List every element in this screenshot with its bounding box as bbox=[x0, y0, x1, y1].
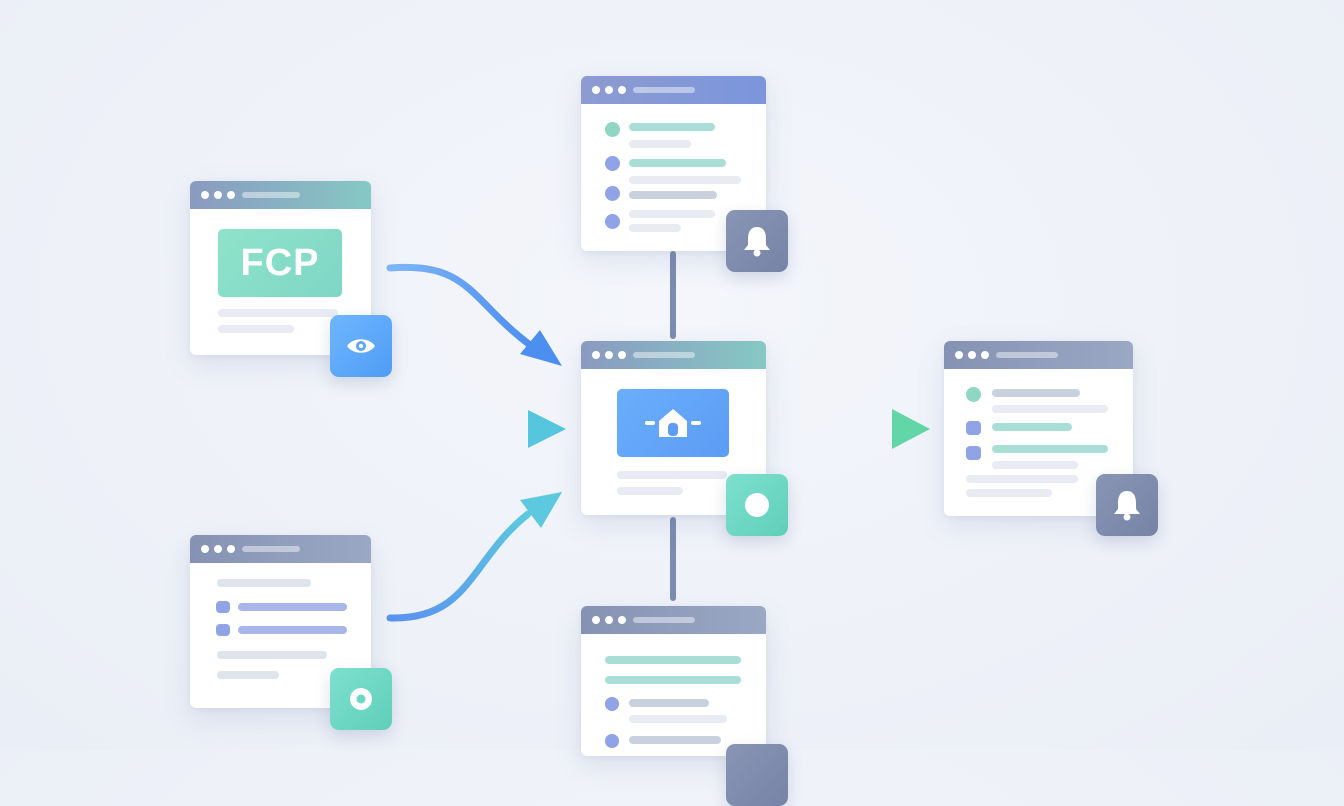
text-line bbox=[629, 715, 727, 723]
text-line bbox=[992, 461, 1078, 469]
title-placeholder bbox=[633, 352, 695, 358]
text-line bbox=[238, 603, 347, 611]
window-dot bbox=[618, 351, 626, 359]
text-line bbox=[966, 489, 1052, 497]
window-dot bbox=[227, 545, 235, 553]
title-placeholder bbox=[242, 192, 300, 198]
list-bullet-icon bbox=[605, 186, 620, 201]
text-line bbox=[629, 736, 721, 744]
list-bullet-icon bbox=[605, 122, 620, 137]
top-card bbox=[581, 76, 766, 251]
window-titlebar bbox=[190, 181, 371, 209]
text-line bbox=[992, 405, 1108, 413]
arrowhead-output bbox=[892, 409, 930, 449]
list-bullet-icon bbox=[966, 421, 981, 435]
bottom-card bbox=[581, 606, 766, 756]
text-line bbox=[629, 140, 691, 148]
list-bullet-icon bbox=[605, 214, 620, 229]
window-dot bbox=[227, 191, 235, 199]
window-dot bbox=[201, 545, 209, 553]
text-line bbox=[217, 651, 327, 659]
text-line bbox=[992, 445, 1108, 453]
fcp-label: FCP bbox=[218, 229, 342, 297]
window-dot bbox=[592, 86, 600, 94]
text-line bbox=[629, 699, 709, 707]
text-line bbox=[992, 389, 1080, 397]
text-line bbox=[629, 123, 715, 131]
window-dot bbox=[592, 351, 600, 359]
window-dot bbox=[618, 86, 626, 94]
text-line bbox=[617, 487, 683, 495]
hub-card bbox=[581, 341, 766, 515]
window-dot bbox=[214, 191, 222, 199]
home-device-icon bbox=[617, 389, 729, 457]
arrow-source-top bbox=[386, 263, 534, 349]
arrowhead-source-top bbox=[520, 330, 562, 366]
text-line bbox=[629, 176, 741, 184]
connectors-layer bbox=[376, 251, 930, 622]
text-line bbox=[617, 471, 727, 479]
title-placeholder bbox=[996, 352, 1058, 358]
list-bullet-icon bbox=[216, 601, 230, 613]
window-titlebar bbox=[581, 606, 766, 634]
bell-icon bbox=[726, 744, 788, 806]
eye-icon bbox=[330, 668, 392, 730]
list-bullet-icon bbox=[605, 156, 620, 171]
text-line bbox=[992, 423, 1072, 431]
bell-icon bbox=[1096, 474, 1158, 536]
window-dot bbox=[605, 351, 613, 359]
list-bullet-icon bbox=[216, 624, 230, 636]
text-line bbox=[629, 210, 715, 218]
title-placeholder bbox=[633, 87, 695, 93]
window-dot bbox=[592, 616, 600, 624]
window-dot bbox=[968, 351, 976, 359]
window-dot bbox=[605, 86, 613, 94]
list-bullet-icon bbox=[966, 387, 981, 402]
window-titlebar bbox=[581, 76, 766, 104]
window-dot bbox=[201, 191, 209, 199]
text-line bbox=[629, 191, 717, 199]
window-dot bbox=[618, 616, 626, 624]
window-titlebar bbox=[581, 341, 766, 369]
window-dot bbox=[214, 545, 222, 553]
circle-icon bbox=[726, 474, 788, 536]
text-line bbox=[218, 325, 294, 333]
title-placeholder bbox=[242, 546, 300, 552]
text-line bbox=[629, 224, 681, 232]
window-titlebar bbox=[190, 535, 371, 563]
window-titlebar bbox=[944, 341, 1133, 369]
list-bullet-icon bbox=[966, 446, 981, 460]
flow-diagram: FCP bbox=[190, 76, 1158, 806]
text-line bbox=[605, 676, 741, 684]
arrow-source-bottom bbox=[386, 510, 532, 622]
text-line bbox=[966, 475, 1078, 483]
text-line bbox=[629, 159, 726, 167]
text-line bbox=[605, 656, 741, 664]
eye-icon bbox=[330, 315, 392, 377]
arrowhead-middle-input bbox=[528, 410, 566, 448]
list-bullet-icon bbox=[605, 734, 619, 748]
title-placeholder bbox=[633, 617, 695, 623]
list-bullet-icon bbox=[605, 697, 619, 711]
text-line bbox=[218, 309, 338, 317]
window-dot bbox=[981, 351, 989, 359]
text-line bbox=[217, 671, 279, 679]
window-dot bbox=[605, 616, 613, 624]
text-line bbox=[238, 626, 347, 634]
arrowhead-source-bottom bbox=[520, 492, 562, 528]
bell-icon bbox=[726, 210, 788, 272]
text-line bbox=[217, 579, 311, 587]
window-dot bbox=[955, 351, 963, 359]
